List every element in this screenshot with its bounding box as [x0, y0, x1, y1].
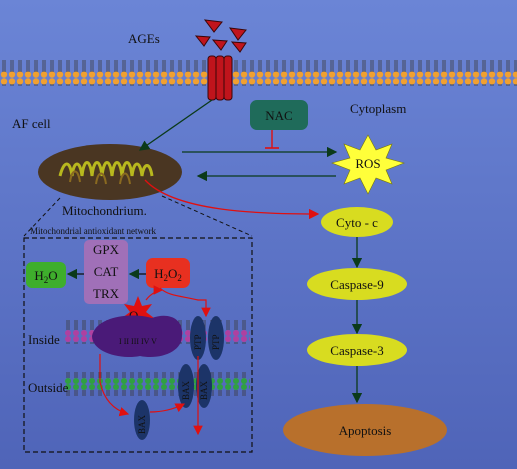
arrow-bax-bax — [149, 403, 186, 413]
o2-star — [122, 296, 154, 330]
cytoplasm-label: Cytoplasm — [350, 101, 406, 116]
apoptosis-label: Apoptosis — [339, 423, 392, 438]
ptp-2 — [208, 316, 224, 360]
apoptosis-node — [283, 404, 447, 456]
gpx-label: GPX — [93, 242, 120, 257]
bax-2-label: BAX — [199, 380, 209, 400]
mitochondrion — [38, 144, 182, 200]
outer-membrane — [64, 372, 250, 396]
ptp-1 — [190, 316, 206, 360]
ages-receptor — [207, 55, 233, 101]
nac-box — [250, 100, 308, 130]
ages-label: AGEs — [128, 31, 160, 46]
antioxidant-network-box — [23, 237, 253, 453]
af-cell-label: AF cell — [12, 116, 51, 131]
arrow-receptor-mito — [138, 99, 213, 151]
cat-label: CAT — [94, 264, 119, 279]
caspase3-label: Caspase-3 — [330, 343, 383, 358]
cell-membrane — [0, 60, 517, 86]
inside-label: Inside — [28, 332, 60, 347]
arrow-inside-bax — [99, 354, 130, 417]
caspase9-node — [307, 268, 407, 300]
ptp-1-label: PTP — [193, 334, 203, 350]
nac-label: NAC — [265, 108, 292, 123]
ros-label: ROS — [355, 156, 380, 171]
cyto-c-label: Cyto - c — [336, 215, 378, 230]
network-label: Mitochondrial antioxidant network — [30, 226, 156, 236]
zoom-line-left — [23, 197, 61, 237]
etc-complex — [92, 315, 183, 358]
arrow-o2-h2o2 — [145, 285, 164, 301]
enzyme-box — [84, 240, 128, 304]
cyto-c-node — [321, 207, 393, 237]
caspase3-node — [307, 334, 407, 366]
ros-star — [331, 134, 405, 195]
ptp-2-label: PTP — [211, 334, 221, 350]
trx-label: TRX — [93, 286, 120, 301]
bax-2 — [196, 364, 212, 408]
outside-label: Outside — [28, 380, 69, 395]
bax-3-label: BAX — [137, 414, 147, 434]
arrow-mito-cytoc — [144, 179, 320, 220]
zoom-line-right — [161, 195, 253, 237]
bax-1 — [178, 364, 194, 408]
arrow-h2o2-ptp — [159, 287, 211, 318]
bax-1-label: BAX — [181, 380, 191, 400]
h2o-label: H2O — [34, 268, 57, 285]
bax-3 — [134, 400, 150, 440]
complexes-label: I II III IV V — [119, 337, 157, 346]
h2o-box — [26, 262, 66, 288]
mitochondrium-label: Mitochondrium. — [62, 203, 147, 218]
caspase9-label: Caspase-9 — [330, 277, 383, 292]
ages-ligands — [194, 19, 247, 53]
h2o2-box — [146, 258, 190, 288]
h2o2-label: H2O2 — [154, 266, 182, 283]
